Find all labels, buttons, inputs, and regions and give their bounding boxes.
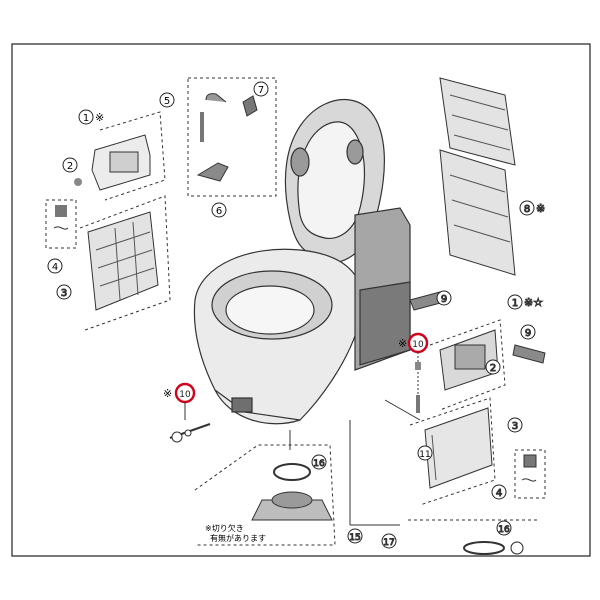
svg-text:9: 9 — [525, 328, 531, 339]
part-10-left: 10 ※ — [163, 382, 211, 443]
part-4-right-clip: 4 — [491, 449, 546, 500]
svg-text:6: 6 — [216, 206, 222, 217]
svg-text:10: 10 — [412, 340, 424, 350]
svg-text:10: 10 — [179, 390, 191, 400]
svg-text:1: 1 — [83, 113, 89, 124]
part-15-flange-group: 16 15 — [194, 444, 363, 546]
part-3-right-cover: 3 — [409, 397, 523, 506]
svg-text:4: 4 — [52, 262, 58, 273]
part-8-panels: 8 ※ — [439, 77, 546, 276]
svg-text:3: 3 — [512, 421, 518, 432]
part-7-bracket: 7 — [242, 81, 269, 117]
part-1-right: 1 ※☆ 2 — [429, 294, 544, 411]
toilet-body — [193, 98, 411, 425]
svg-text:4: 4 — [496, 488, 502, 499]
svg-text:17: 17 — [383, 538, 394, 548]
part-5-hose-group: 5 — [159, 77, 277, 197]
diagram-border — [11, 43, 591, 557]
svg-text:2: 2 — [490, 363, 496, 374]
svg-text:15: 15 — [349, 533, 360, 543]
callout-2a: 2 — [62, 157, 82, 186]
callout-11: 11 — [417, 445, 433, 461]
svg-text:有無があります: 有無があります — [210, 533, 266, 543]
part-9-upper: 9 — [409, 290, 452, 311]
svg-text:※: ※ — [398, 337, 407, 350]
callout-1a: 1 ※ — [78, 109, 104, 125]
part-9-right: 9 — [512, 324, 546, 364]
svg-text:11: 11 — [419, 450, 430, 460]
callout-6: 6 — [211, 202, 227, 218]
svg-text:9: 9 — [441, 294, 447, 305]
leader-lines — [289, 399, 421, 526]
svg-text:3: 3 — [61, 288, 67, 299]
svg-text:8: 8 — [524, 204, 530, 215]
svg-text:2: 2 — [67, 161, 73, 172]
part-1-upper-left — [91, 111, 166, 201]
part-17-group: 17 16 — [381, 519, 540, 555]
svg-text:※: ※ — [536, 202, 545, 215]
part-4-left-clip: 4 — [45, 199, 77, 274]
svg-text:16: 16 — [313, 459, 325, 469]
svg-text:※: ※ — [163, 387, 172, 400]
svg-text:※切り欠き: ※切り欠き — [205, 523, 244, 533]
part-3-left-cover: 3 — [56, 195, 171, 331]
svg-text:※☆: ※☆ — [524, 296, 543, 309]
svg-text:7: 7 — [258, 85, 264, 96]
part-10-right: 10 ※ — [398, 332, 429, 413]
svg-text:5: 5 — [164, 96, 170, 107]
svg-text:16: 16 — [498, 525, 510, 535]
note-text: ※切り欠き 有無があります — [205, 523, 266, 543]
svg-text:※: ※ — [95, 111, 104, 124]
svg-text:1: 1 — [512, 298, 518, 309]
